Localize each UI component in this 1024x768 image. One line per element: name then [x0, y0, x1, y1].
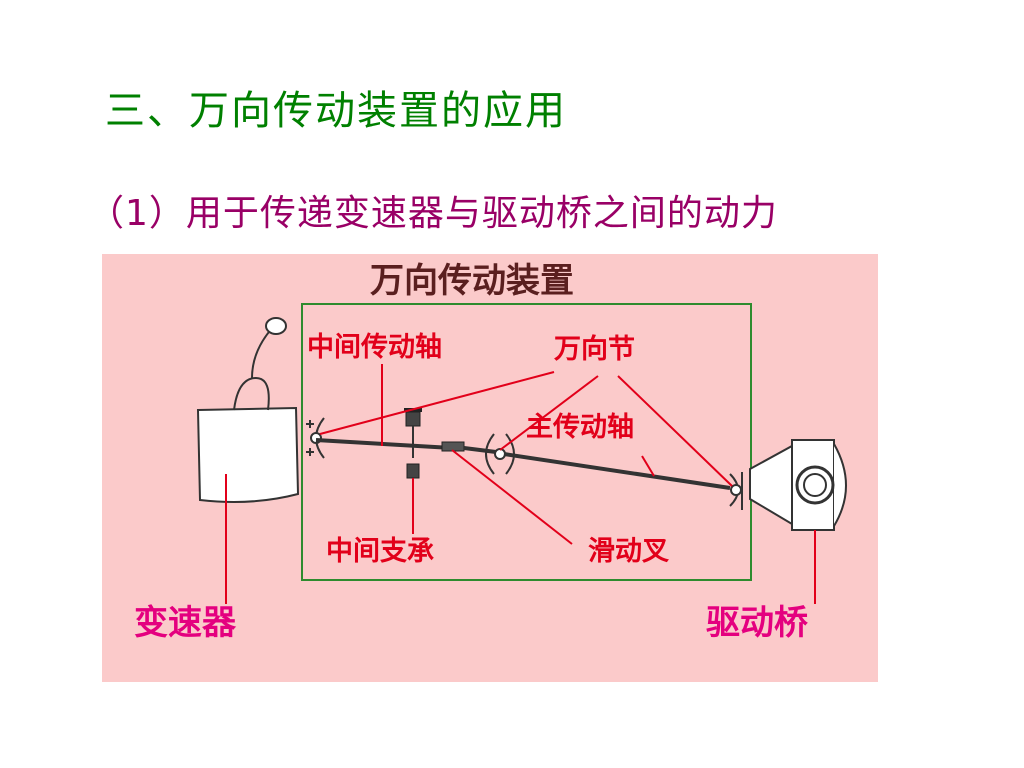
label-drive-axle: 驱动桥: [706, 603, 808, 643]
drive-axle-drawing: [749, 439, 847, 531]
rear-universal-joint: [729, 472, 743, 510]
drivetrain-diagram: [196, 303, 847, 604]
assembly-frame: [301, 303, 752, 581]
diagram-panel: 万向传动装置 中间传动轴 万向节 主传动轴 中间支承 滑动叉 变速器 驱动桥: [102, 254, 878, 682]
label-transmission: 变速器: [134, 603, 236, 643]
main-shaft-line: [503, 452, 731, 490]
transmission-drawing: [196, 317, 300, 503]
diagram-heading: 万向传动装置: [370, 261, 574, 301]
leader-lines: [225, 364, 816, 604]
label-center-bearing: 中间支承: [326, 536, 434, 567]
label-universal-joint: 万向节: [554, 334, 635, 365]
slide-subtitle: （1）用于传递变速器与驱动桥之间的动力: [88, 193, 778, 234]
label-main-shaft: 主传动轴: [526, 412, 634, 443]
front-universal-joint: [306, 417, 325, 459]
label-slip-yoke: 滑动叉: [588, 536, 669, 567]
intermediate-shaft-line: [315, 438, 453, 450]
slide-title: 三、万向传动装置的应用: [105, 88, 567, 134]
center-bearing-drawing: [404, 408, 422, 479]
label-intermediate-shaft: 中间传动轴: [307, 332, 442, 363]
